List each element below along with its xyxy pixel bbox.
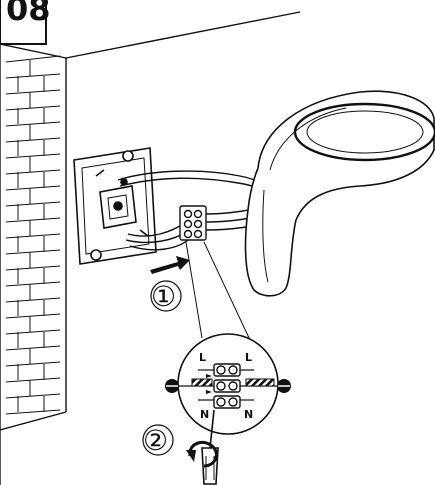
brick-wall-icon	[5, 55, 61, 415]
earth-screw-left-icon	[165, 379, 179, 393]
step-one-marker: ①	[150, 280, 182, 313]
terminal-block-icon	[179, 205, 207, 241]
detail-view: L L N N	[165, 333, 291, 435]
step-two-marker: ②	[142, 424, 174, 457]
zoom-lines	[185, 241, 251, 341]
mounting-plate-icon	[73, 147, 157, 265]
step-two-label: ②	[143, 424, 168, 457]
lamp-head-icon	[244, 90, 435, 297]
terminal-label-n-left: N	[200, 408, 209, 421]
step-one-label: ①	[151, 280, 176, 313]
push-arrow-icon	[150, 256, 190, 274]
terminal-label-n-right: N	[244, 408, 253, 421]
step-badge: 08	[0, 0, 51, 45]
terminal-label-l-left: L	[199, 351, 206, 364]
wall	[0, 11, 301, 485]
step-badge-text: 08	[6, 0, 51, 28]
earth-screw-right-icon	[277, 379, 291, 393]
terminal-label-l-right: L	[245, 351, 252, 364]
screwdriver-icon	[186, 409, 219, 485]
